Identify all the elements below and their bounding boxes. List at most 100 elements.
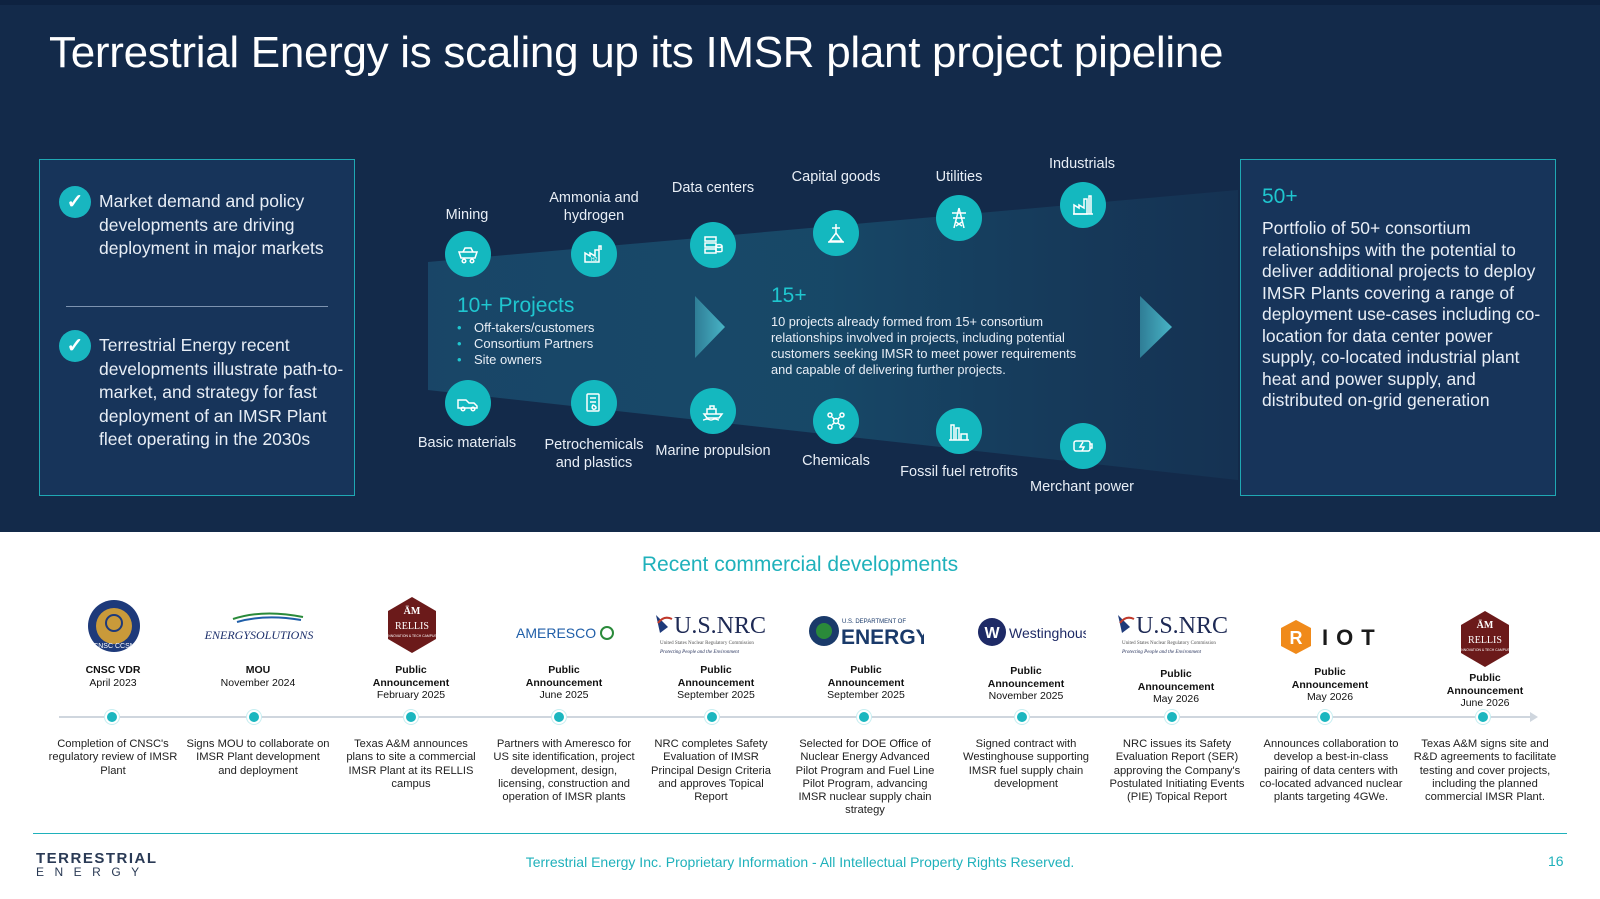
category-label-marine: Marine propulsion: [655, 443, 771, 459]
doe-logo: U.S. DEPARTMENT OF ENERGY: [809, 616, 924, 648]
projects-title: 10+ Projects: [457, 294, 575, 317]
check-icon: ✓: [59, 186, 91, 218]
hydrogen-plant-icon: H2: [571, 231, 617, 277]
svg-text:H2: H2: [591, 257, 598, 263]
event-description: Selected for DOE Office of Nuclear Energ…: [795, 738, 935, 817]
doe-logo-subtext: U.S. DEPARTMENT OF: [842, 619, 906, 625]
category-label-ammonia: Ammonia and hydrogen: [549, 190, 639, 224]
bullet-text: Market demand and policy developments ar…: [99, 191, 324, 258]
portfolio-count: 50+: [1262, 185, 1298, 208]
timeline-line: [59, 716, 1532, 718]
ship-icon: [690, 388, 736, 434]
category-label-fossil-fuel: Fossil fuel retrofits: [900, 464, 1018, 480]
nrc-logo-motto: Protecting People and the Environment: [1121, 650, 1202, 655]
footer-text: Terrestrial Energy Inc. Proprietary Info…: [525, 854, 1075, 870]
ameresco-logo-text: AMERESCO: [516, 625, 596, 641]
category-label-chemicals: Chemicals: [802, 453, 870, 469]
event-description: Completion of CNSC's regulatory review o…: [48, 738, 178, 777]
truck-icon: [445, 380, 491, 426]
recent-developments-title: Recent commercial developments: [641, 553, 959, 576]
funnel-graphic: [428, 190, 1238, 480]
portfolio-box: 50+ Portfolio of 50+ consortium relation…: [1240, 159, 1556, 496]
molecule-icon: [813, 398, 859, 444]
divider: [66, 306, 328, 307]
category-label-industrials: Industrials: [1048, 156, 1116, 172]
nrc-logo-text: U.S.NRC: [674, 613, 766, 639]
battery-icon: [1060, 423, 1106, 469]
timeline-dot: [552, 710, 566, 724]
cnsc-logo: CNSC CCSN: [88, 600, 140, 652]
hero-panel: Terrestrial Energy is scaling up its IMS…: [0, 0, 1600, 532]
westinghouse-logo-text: Westinghouse: [1009, 625, 1086, 641]
power-tower-icon: [936, 195, 982, 241]
list-item: Off-takers/customers: [457, 320, 594, 336]
portfolio-text: Portfolio of 50+ consortium relationship…: [1262, 218, 1541, 410]
footer-divider: [33, 833, 1567, 834]
nrc-logo: U.S.NRC United States Nuclear Regulatory…: [1118, 613, 1228, 655]
check-icon: ✓: [59, 330, 91, 362]
projects-list: Off-takers/customers Consortium Partners…: [457, 320, 594, 368]
westinghouse-logo: W Westinghouse: [978, 618, 1086, 646]
event-description: Partners with Ameresco for US site ident…: [493, 738, 635, 804]
data-center-icon: [690, 222, 736, 268]
timeline-arrow-icon: [1530, 712, 1538, 722]
timeline-dot: [705, 710, 719, 724]
cnsc-logo-text: CNSC CCSN: [93, 643, 135, 650]
brand-top: TERRESTRIAL: [36, 850, 158, 867]
timeline-dot: [247, 710, 261, 724]
nrc-logo-subtext: United States Nuclear Regulatory Commiss…: [1122, 641, 1216, 646]
timeline-dot: [1015, 710, 1029, 724]
page-title: Terrestrial Energy is scaling up its IMS…: [49, 28, 1224, 77]
event-description: NRC completes Safety Evaluation of IMSR …: [651, 738, 771, 804]
category-label-capital-goods: Capital goods: [791, 169, 881, 185]
refinery-icon: [936, 408, 982, 454]
nrc-logo: U.S.NRC United States Nuclear Regulatory…: [656, 613, 766, 655]
petrochemicals-icon: [571, 380, 617, 426]
rellis-logo: ĀM RELLIS INNOVATION & TECH CAMPUS: [1460, 611, 1510, 667]
nrc-logo-motto: Protecting People and the Environment: [659, 650, 740, 655]
list-item: Consortium Partners: [457, 336, 594, 352]
page-number: 16: [1548, 853, 1564, 869]
tamu-logo-text: ĀM: [404, 606, 421, 617]
category-label-data-centers: Data centers: [671, 180, 755, 196]
rellis-logo: ĀM RELLIS INNOVATION & TECH CAMPUS: [387, 597, 437, 653]
doe-logo-text: ENERGY: [841, 626, 924, 648]
timeline-dot: [1165, 710, 1179, 724]
timeline-dot: [1476, 710, 1490, 724]
event-description: NRC issues its Safety Evaluation Report …: [1109, 738, 1245, 804]
capital-goods-icon: [813, 210, 859, 256]
svg-text:R: R: [1290, 628, 1303, 648]
category-label-utilities: Utilities: [935, 169, 983, 185]
timeline-dot: [404, 710, 418, 724]
event-description: Signs MOU to collaborate on IMSR Plant d…: [186, 738, 330, 777]
nrc-logo-text: U.S.NRC: [1136, 613, 1228, 639]
riot-logo-text: IOT: [1322, 625, 1383, 650]
energysolutions-logo-text: ENERGYSOLUTIONS: [204, 628, 314, 642]
top-bar: [0, 0, 1600, 5]
svg-text:W: W: [984, 625, 1000, 642]
tamu-logo-text: ĀM: [1477, 620, 1494, 631]
rellis-logo-text: RELLIS: [395, 621, 429, 632]
consortium-text: 10 projects already formed from 15+ cons…: [771, 314, 1077, 377]
category-label-merchant-power: Merchant power: [1030, 479, 1134, 495]
category-label-petrochemicals: Petrochemicals and plastics: [544, 437, 644, 471]
market-demand-box: ✓ Market demand and policy developments …: [39, 159, 355, 496]
rellis-logo-subtext: INNOVATION & TECH CAMPUS: [1460, 648, 1510, 652]
list-item: Site owners: [457, 352, 594, 368]
rellis-logo-text: RELLIS: [1468, 635, 1502, 646]
consortium-count: 15+: [771, 284, 807, 307]
bullet-text: Terrestrial Energy recent developments i…: [99, 335, 344, 449]
event-description: Announces collaboration to develop a bes…: [1259, 738, 1403, 804]
mining-cart-icon: [445, 231, 491, 277]
category-label-mining: Mining: [445, 207, 489, 223]
ameresco-logo: AMERESCO: [516, 625, 614, 641]
